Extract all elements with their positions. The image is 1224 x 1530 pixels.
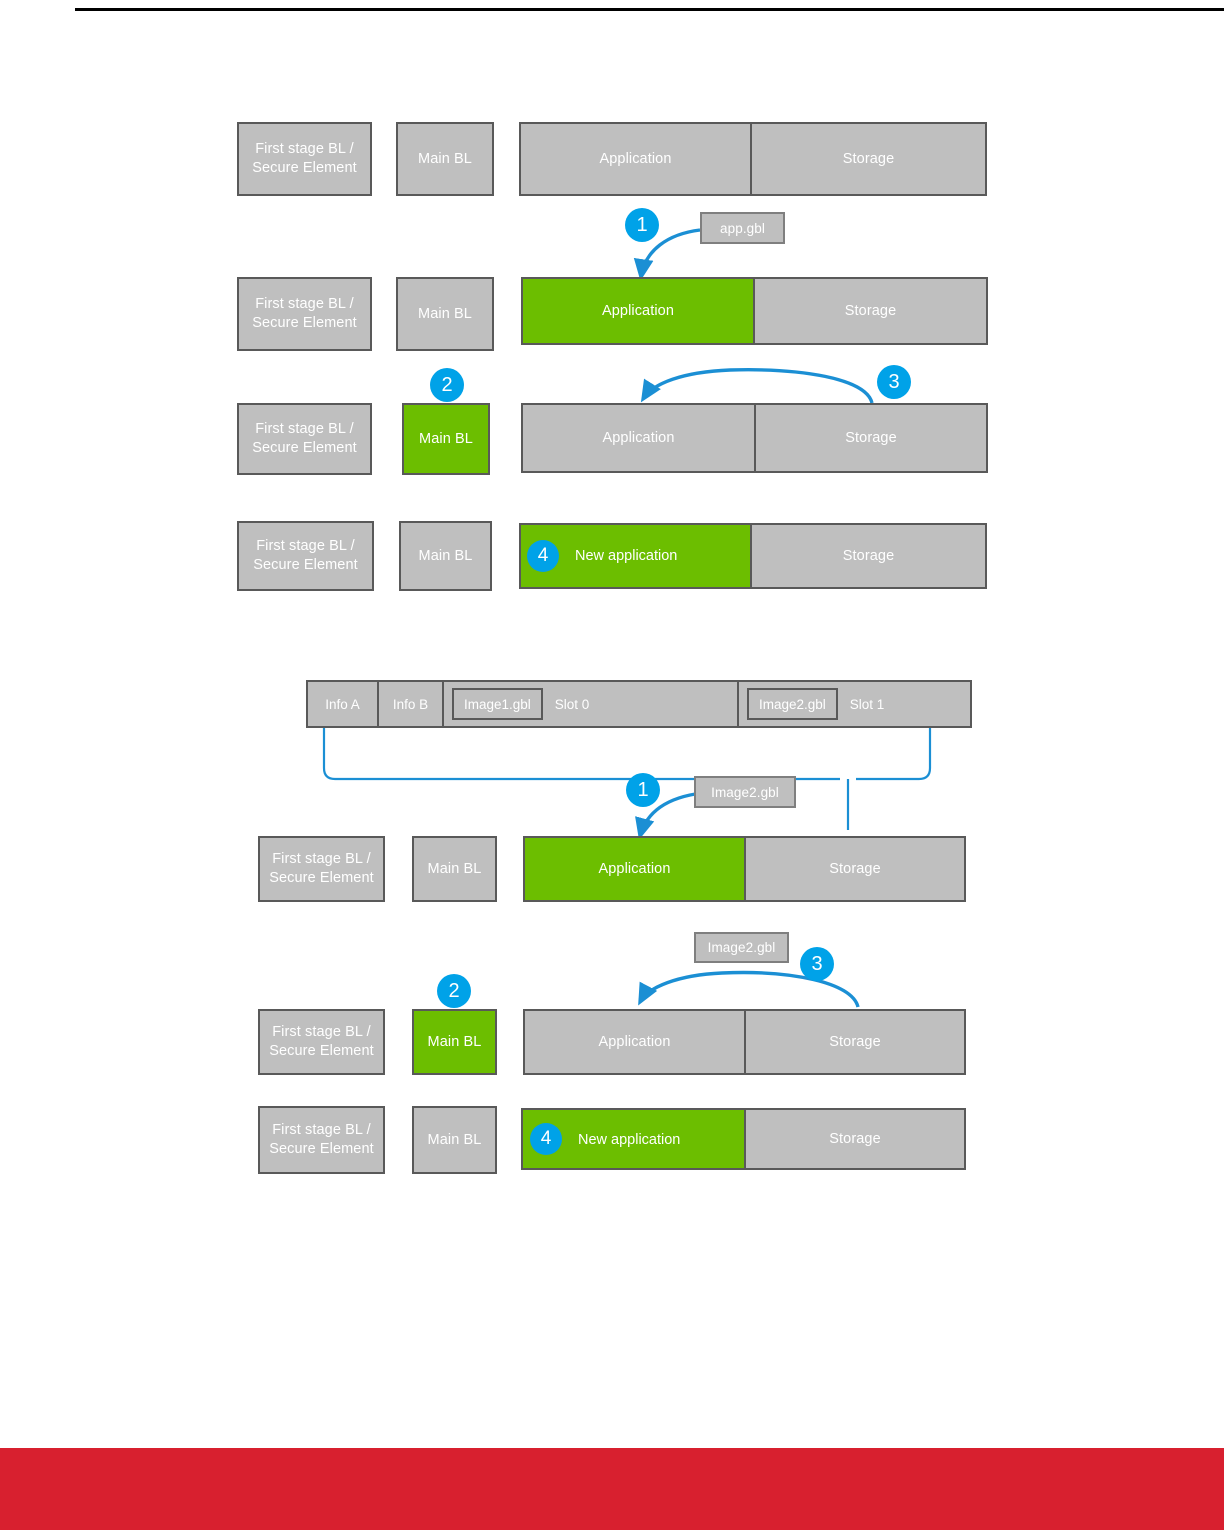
badge-step-4-top: 4 [527,540,559,572]
label-new-application-bottom: New application [578,1132,681,1148]
box-first-stage-bl-row2: First stage BL / Secure Element [237,277,372,351]
box-first-stage-bl-row1: First stage BL / Secure Element [237,122,372,196]
box-application-row3: Application [521,403,754,473]
box-first-stage-bl-row3: First stage BL / Secure Element [237,403,372,475]
label-new-application-top: New application [575,548,678,564]
slot-cell-slot-1: Image2.gbl Slot 1 [739,682,970,726]
box-storage-row2: Storage [753,277,988,345]
box-main-bl-brow2: Main BL [412,1009,497,1075]
box-main-bl-row1: Main BL [396,122,494,196]
chip-image2-gbl-download: Image2.gbl [694,776,796,808]
box-storage-brow3: Storage [744,1108,966,1170]
bracket-slot0-connector [322,728,840,781]
box-first-stage-bl-brow1: First stage BL / Secure Element [258,836,385,902]
arrow-step3-copy-top [640,368,874,404]
box-first-stage-bl-row4: First stage BL / Secure Element [237,521,374,591]
storage-slot-bar: Info A Info B Image1.gbl Slot 0 Image2.g… [306,680,972,728]
slot-cell-info-a: Info A [308,682,379,726]
box-main-bl-row4: Main BL [399,521,492,591]
box-storage-row3: Storage [754,403,988,473]
box-main-bl-row3: Main BL [402,403,490,475]
badge-step-2-top: 2 [430,368,464,402]
box-storage-brow2: Storage [744,1009,966,1075]
box-application-row2: Application [521,277,753,345]
box-main-bl-brow1: Main BL [412,836,497,902]
box-main-bl-brow3: Main BL [412,1106,497,1174]
badge-step-3-top: 3 [877,365,911,399]
badge-step-2-bottom: 2 [437,974,471,1008]
label-slot-1: Slot 1 [849,696,885,712]
label-slot-0: Slot 0 [554,696,590,712]
box-application-row1: Application [519,122,750,196]
box-first-stage-bl-brow2: First stage BL / Secure Element [258,1009,385,1075]
chip-image2-gbl-slot1: Image2.gbl [747,688,838,720]
box-main-bl-row2: Main BL [396,277,494,351]
box-application-brow1: Application [523,836,744,902]
chip-image2-gbl-copy: Image2.gbl [694,932,789,963]
box-storage-brow1: Storage [744,836,966,902]
badge-step-4-bottom: 4 [530,1123,562,1155]
box-application-brow2: Application [523,1009,744,1075]
slot-cell-slot-0: Image1.gbl Slot 0 [444,682,739,726]
chip-app-gbl: app.gbl [700,212,785,244]
chip-image1-gbl: Image1.gbl [452,688,543,720]
slot-cell-info-b: Info B [379,682,444,726]
bracket-slot1-connector [856,728,932,781]
box-storage-row1: Storage [750,122,987,196]
box-new-application-brow3 [521,1108,744,1170]
badge-step-1-bottom: 1 [626,773,660,807]
box-storage-row4: Storage [750,523,987,589]
header-rule [75,8,1224,11]
badge-step-1-top: 1 [625,208,659,242]
box-first-stage-bl-brow3: First stage BL / Secure Element [258,1106,385,1174]
footer-band [0,1448,1224,1530]
badge-step-3-bottom: 3 [800,947,834,981]
